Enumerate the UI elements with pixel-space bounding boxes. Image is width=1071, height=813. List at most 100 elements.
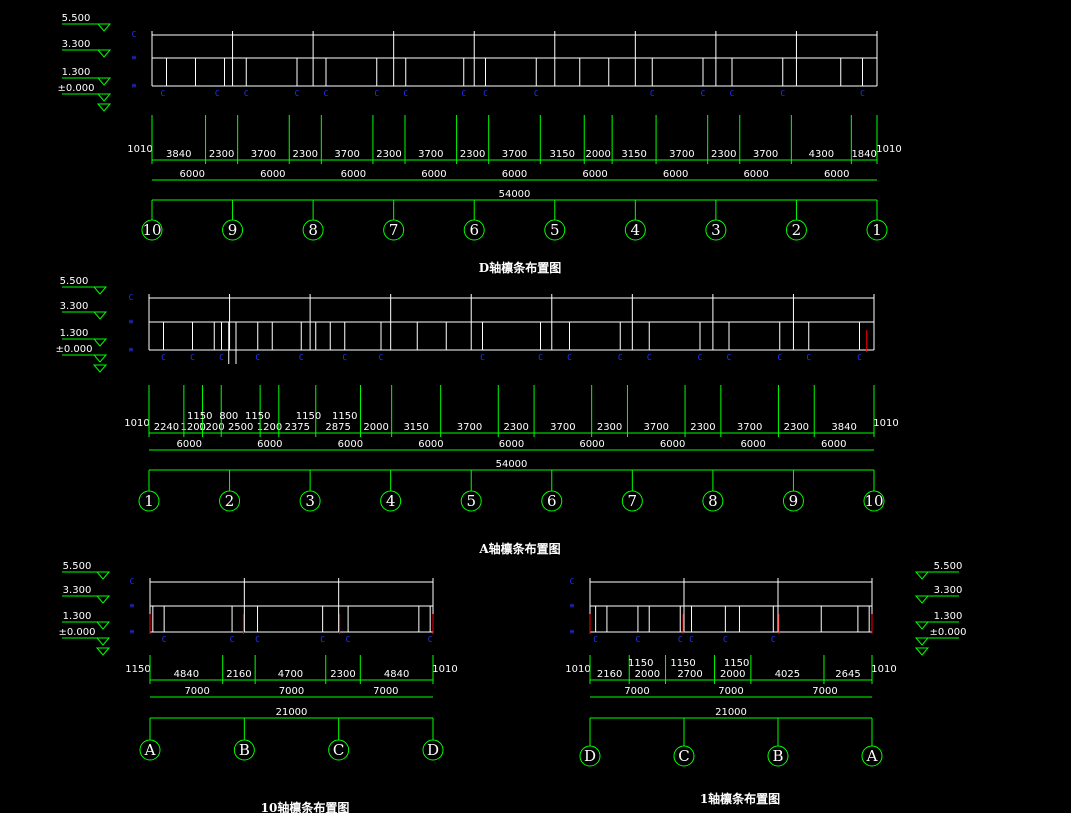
axis-circle xyxy=(705,219,727,241)
level-triangle-icon xyxy=(96,103,112,112)
purlin-c-icon: C xyxy=(567,353,572,362)
dimension-text: 1200 xyxy=(257,422,282,433)
level-triangle-icon xyxy=(95,621,111,630)
opening-frame xyxy=(679,606,693,632)
opening-frame xyxy=(595,606,608,632)
dimension-text: 3700 xyxy=(737,422,762,433)
opening-frame xyxy=(772,606,822,632)
dimension-text: 2000 xyxy=(363,422,388,433)
axis-circle xyxy=(579,745,601,767)
level-mark: 3.300 xyxy=(62,585,111,604)
purlin-c-icon: C xyxy=(295,89,300,98)
level-mark: 1.300 xyxy=(60,328,108,347)
dimension-text: 2300 xyxy=(209,149,234,160)
dimension-text: 3700 xyxy=(669,149,694,160)
axis-circle xyxy=(624,219,646,241)
axis-bubble-icon: 8 xyxy=(702,490,724,512)
purlin-c-icon: C xyxy=(689,635,694,644)
drawing-title: A轴檩条布置图 xyxy=(478,541,560,556)
purlin-c-icon: ≡ xyxy=(130,601,135,610)
level-triangle-icon xyxy=(914,571,930,580)
purlin-c-icon: C xyxy=(860,89,865,98)
dimension-text: 7000 xyxy=(184,686,209,697)
axis-bubble-icon: D xyxy=(579,745,601,767)
level-triangle-icon xyxy=(92,311,108,320)
purlin-c-icon: C xyxy=(480,353,485,362)
dimension-text: 21000 xyxy=(715,707,747,718)
drawing-title: 1轴檩条布置图 xyxy=(700,791,780,806)
level-triangle-icon xyxy=(914,595,930,604)
axis-label: 6 xyxy=(469,221,479,239)
axis-circle xyxy=(621,490,643,512)
axis-circle xyxy=(541,490,563,512)
level-triangle-icon xyxy=(96,77,112,86)
level-label: 1.300 xyxy=(63,611,92,622)
dimension-text: 6000 xyxy=(338,439,363,450)
level-mark: 5.500 xyxy=(60,276,108,295)
dimension-text: 6000 xyxy=(821,439,846,450)
opening-frame xyxy=(862,58,878,86)
dimension-text: 3700 xyxy=(502,149,527,160)
purlin-c-icon: C xyxy=(255,635,260,644)
opening-frame xyxy=(463,58,486,86)
dimension-text: 1150 xyxy=(125,664,150,675)
dimension-text: 3700 xyxy=(644,422,669,433)
level-triangle-icon xyxy=(95,637,111,646)
dimension-text: 2300 xyxy=(330,669,355,680)
axis-circle xyxy=(299,490,321,512)
level-mark: 5.500 xyxy=(62,561,111,580)
axis-label: 1 xyxy=(872,221,882,239)
dimension-text: 6000 xyxy=(341,169,366,180)
axis-bubble-icon: 1 xyxy=(866,219,888,241)
dimension-text: 4700 xyxy=(278,669,303,680)
dimension-text: 1150 xyxy=(296,411,321,422)
axis-bubble-icon: B xyxy=(233,739,255,761)
dimension-text: 6000 xyxy=(743,169,768,180)
level-mark: ±0.000 xyxy=(914,627,967,656)
opening-frame xyxy=(231,606,259,632)
axis-label: 1 xyxy=(144,492,154,510)
dimension-text: 1010 xyxy=(432,664,457,675)
dimension-text: 2300 xyxy=(503,422,528,433)
dimension-text: 54000 xyxy=(496,459,528,470)
axis-label: 10 xyxy=(864,492,883,510)
dimension-text: 4840 xyxy=(174,669,199,680)
axis-circle xyxy=(219,490,241,512)
dimension-text: 800 xyxy=(219,411,238,422)
level-mark: 1.300 xyxy=(914,611,962,630)
dimension-text: 1010 xyxy=(873,418,898,429)
purlin-c-icon: C xyxy=(299,353,304,362)
dimension-text: 3700 xyxy=(550,422,575,433)
level-mark: 1.300 xyxy=(62,67,112,86)
axis-circle xyxy=(139,739,161,761)
axis-circle xyxy=(138,490,160,512)
dimension-text: 1150 xyxy=(628,658,653,669)
level-mark: ±0.000 xyxy=(55,344,108,373)
dimension-text: 2500 xyxy=(228,422,253,433)
level-label: 5.500 xyxy=(62,13,91,24)
opening-frame xyxy=(619,322,650,350)
opening-frame xyxy=(322,606,349,632)
level-label: 5.500 xyxy=(60,276,89,287)
level-label: 5.500 xyxy=(63,561,92,572)
level-mark: 3.300 xyxy=(62,39,112,58)
axis-circle xyxy=(328,739,350,761)
dimension-text: 6000 xyxy=(824,169,849,180)
opening-frame xyxy=(380,322,418,350)
axis-bubble-icon: B xyxy=(767,745,789,767)
dimension-text: 1150 xyxy=(245,411,270,422)
axis-circle xyxy=(380,490,402,512)
dimension-text: 3700 xyxy=(753,149,778,160)
axis-bubble-icon: 1 xyxy=(138,490,160,512)
axis-circle xyxy=(141,219,163,241)
dimension-text: 7000 xyxy=(373,686,398,697)
axis-label: 5 xyxy=(466,492,476,510)
dimension-text: 1150 xyxy=(332,411,357,422)
axis-bubble-icon: 5 xyxy=(544,219,566,241)
opening-frame xyxy=(296,58,327,86)
